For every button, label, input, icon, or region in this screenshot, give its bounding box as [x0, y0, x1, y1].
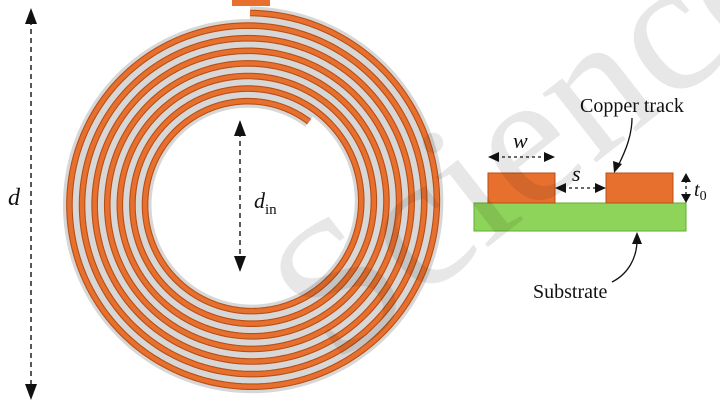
thickness-arrow-bottom [681, 194, 691, 203]
inner-diameter-label: din [254, 188, 277, 218]
width-arrow-left [488, 152, 499, 162]
thickness-label: t0 [694, 179, 707, 204]
inner-diameter-subscript: in [265, 202, 277, 218]
spacing-arrow-right [595, 183, 606, 193]
outer-diameter-dimension: d [8, 8, 37, 400]
spiral-copper-trace [67, 10, 440, 389]
thickness-arrow-top [681, 173, 691, 182]
copper-track-leader-arrow [613, 161, 622, 173]
substrate-leader-arrow [632, 232, 642, 244]
top-lead [232, 0, 270, 6]
inner-diameter-arrow-top [234, 120, 246, 136]
inner-diameter-arrow-bottom [234, 256, 246, 272]
width-arrow-right [544, 152, 555, 162]
spiral-coil [62, 0, 444, 394]
thickness-subscript: 0 [700, 189, 707, 204]
substrate-layer [473, 202, 687, 232]
copper-track-label: Copper track [580, 95, 684, 117]
outer-diameter-arrow-top [25, 8, 37, 24]
outer-diameter-arrow-bottom [25, 384, 37, 400]
width-label: w [513, 128, 528, 153]
copper-track-left [487, 172, 556, 204]
copper-track-leader [617, 117, 633, 167]
outer-diameter-label: d [8, 185, 21, 211]
substrate-label: Substrate [533, 281, 608, 303]
spacing-label: s [572, 161, 581, 186]
spacing-arrow-left [555, 183, 566, 193]
cross-section: w s t0 Copper track Substrate [473, 95, 707, 303]
inner-diameter-dimension: din [234, 120, 277, 272]
substrate-leader [611, 239, 638, 283]
